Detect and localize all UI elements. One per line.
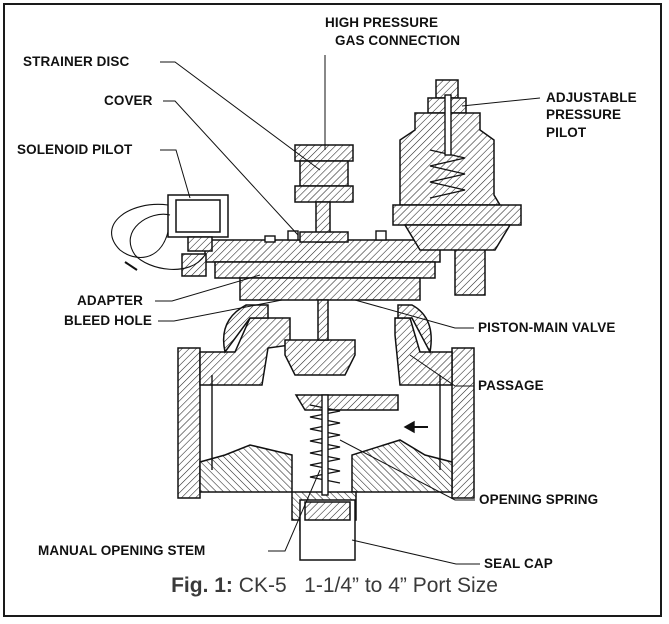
label-gas-connection: GAS CONNECTION xyxy=(335,33,461,48)
valve-cross-section-drawing xyxy=(111,55,541,565)
label-piston-main-valve: PISTON-MAIN VALVE xyxy=(478,320,616,335)
leader-passage xyxy=(409,354,474,387)
seal-cap-body xyxy=(299,499,356,561)
leader-solenoid xyxy=(160,149,191,199)
pilot-spring xyxy=(429,149,466,199)
leader-adapter xyxy=(155,274,261,302)
piston xyxy=(284,299,356,376)
leader-seal-cap xyxy=(351,539,480,565)
caption-model: CK-5 xyxy=(238,574,287,597)
leader-manual-stem xyxy=(268,469,321,552)
label-high-pressure: HIGH PRESSURE xyxy=(325,15,439,30)
label-opening-spring: OPENING SPRING xyxy=(479,492,599,507)
leader-adjustable xyxy=(461,97,541,107)
flow-arrow xyxy=(403,420,428,434)
leader-lines xyxy=(155,55,541,565)
label-pilot: PILOT xyxy=(546,125,587,140)
leader-bleed-hole xyxy=(158,299,283,322)
label-pressure: PRESSURE xyxy=(546,107,622,122)
leader-piston xyxy=(354,299,474,329)
caption-fig-number: Fig. 1: xyxy=(171,574,233,597)
gas-connection-fitting xyxy=(294,144,354,243)
leader-cover xyxy=(163,100,299,236)
label-passage: PASSAGE xyxy=(478,378,544,393)
caption-size: 1-1/4” to 4” Port Size xyxy=(304,574,498,597)
figure-caption: Fig. 1: CK-5 1-1/4” to 4” Port Size xyxy=(0,574,669,598)
pressure-pilot xyxy=(392,79,522,251)
label-strainer-disc: STRAINER DISC xyxy=(23,54,130,69)
leader-opening-spring xyxy=(339,439,475,501)
label-adjustable: ADJUSTABLE xyxy=(546,90,637,105)
label-solenoid-pilot: SOLENOID PILOT xyxy=(17,142,133,157)
solenoid-pilot xyxy=(111,194,229,271)
label-bleed-hole: BLEED HOLE xyxy=(64,313,153,328)
label-manual-opening-stem: MANUAL OPENING STEM xyxy=(38,543,206,558)
label-adapter: ADAPTER xyxy=(77,293,143,308)
label-cover: COVER xyxy=(104,93,153,108)
label-seal-cap: SEAL CAP xyxy=(484,556,553,571)
leader-strainer-disc xyxy=(160,61,321,171)
